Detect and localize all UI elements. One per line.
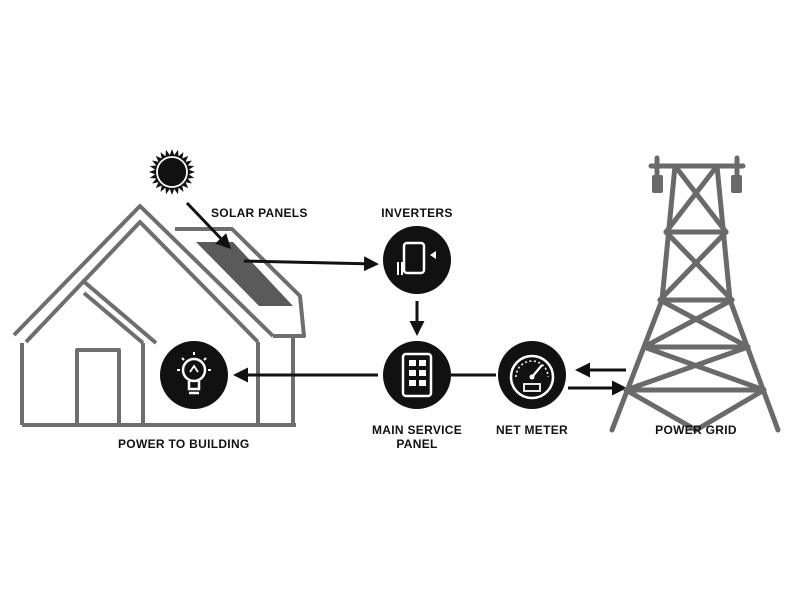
label-inverters: INVERTERS [381, 206, 453, 220]
light-bulb-icon [160, 341, 228, 409]
solar-panel-icon [196, 242, 293, 306]
sun-icon [149, 149, 195, 195]
service-panel-icon [383, 341, 451, 409]
house-icon [12, 204, 306, 427]
inverter-icon [383, 226, 451, 294]
transmission-tower-icon [609, 155, 781, 433]
label-power-grid: POWER GRID [655, 423, 737, 437]
label-main-service-panel-1: MAIN SERVICE [371, 423, 463, 437]
label-main-service-panel-2: PANEL [396, 437, 438, 451]
label-power-to-building: POWER TO BUILDING [118, 437, 250, 451]
label-net-meter: NET METER [495, 423, 569, 437]
sun-to-panel-arrow [185, 201, 232, 250]
panel-to-inverter-arrow [243, 256, 379, 272]
insulator-icon [652, 175, 742, 193]
label-solar-panels: SOLAR PANELS [211, 206, 308, 220]
meter-gauge-icon [498, 341, 566, 409]
